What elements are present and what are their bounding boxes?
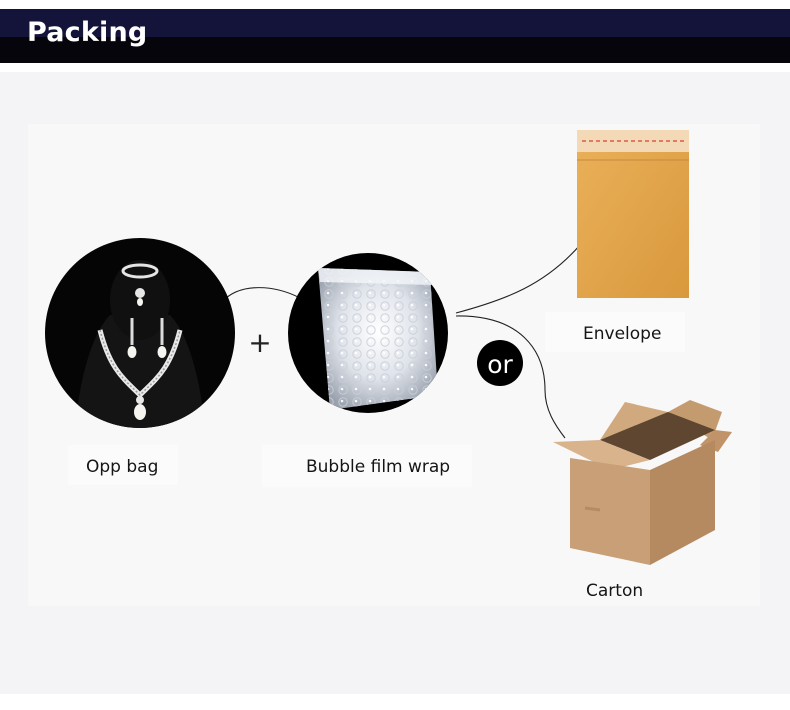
envelope-label: Envelope	[583, 324, 662, 344]
or-text: or	[487, 350, 513, 379]
jewelry-image	[45, 238, 235, 428]
or-badge: or	[477, 340, 523, 386]
connector-opp-to-bubble	[221, 287, 301, 303]
header-bar: Packing	[0, 9, 790, 63]
bubble-label-plate	[262, 445, 472, 487]
page-title: Packing	[27, 17, 148, 48]
envelope-image	[577, 130, 689, 298]
opp-bag-label-plate	[68, 445, 178, 485]
carton-label: Carton	[586, 581, 644, 601]
header-band	[0, 9, 790, 37]
plus-sign: +	[248, 326, 271, 359]
opp-bag-label: Opp bag	[86, 457, 159, 477]
carton-image	[553, 400, 732, 565]
bubble-wrap-image	[288, 253, 448, 413]
connector-bubble-to-envelope	[455, 244, 581, 314]
connector-bubble-to-carton	[455, 315, 566, 439]
bubble-film-label: Bubble film wrap	[306, 457, 451, 477]
envelope-label-plate	[545, 312, 685, 352]
